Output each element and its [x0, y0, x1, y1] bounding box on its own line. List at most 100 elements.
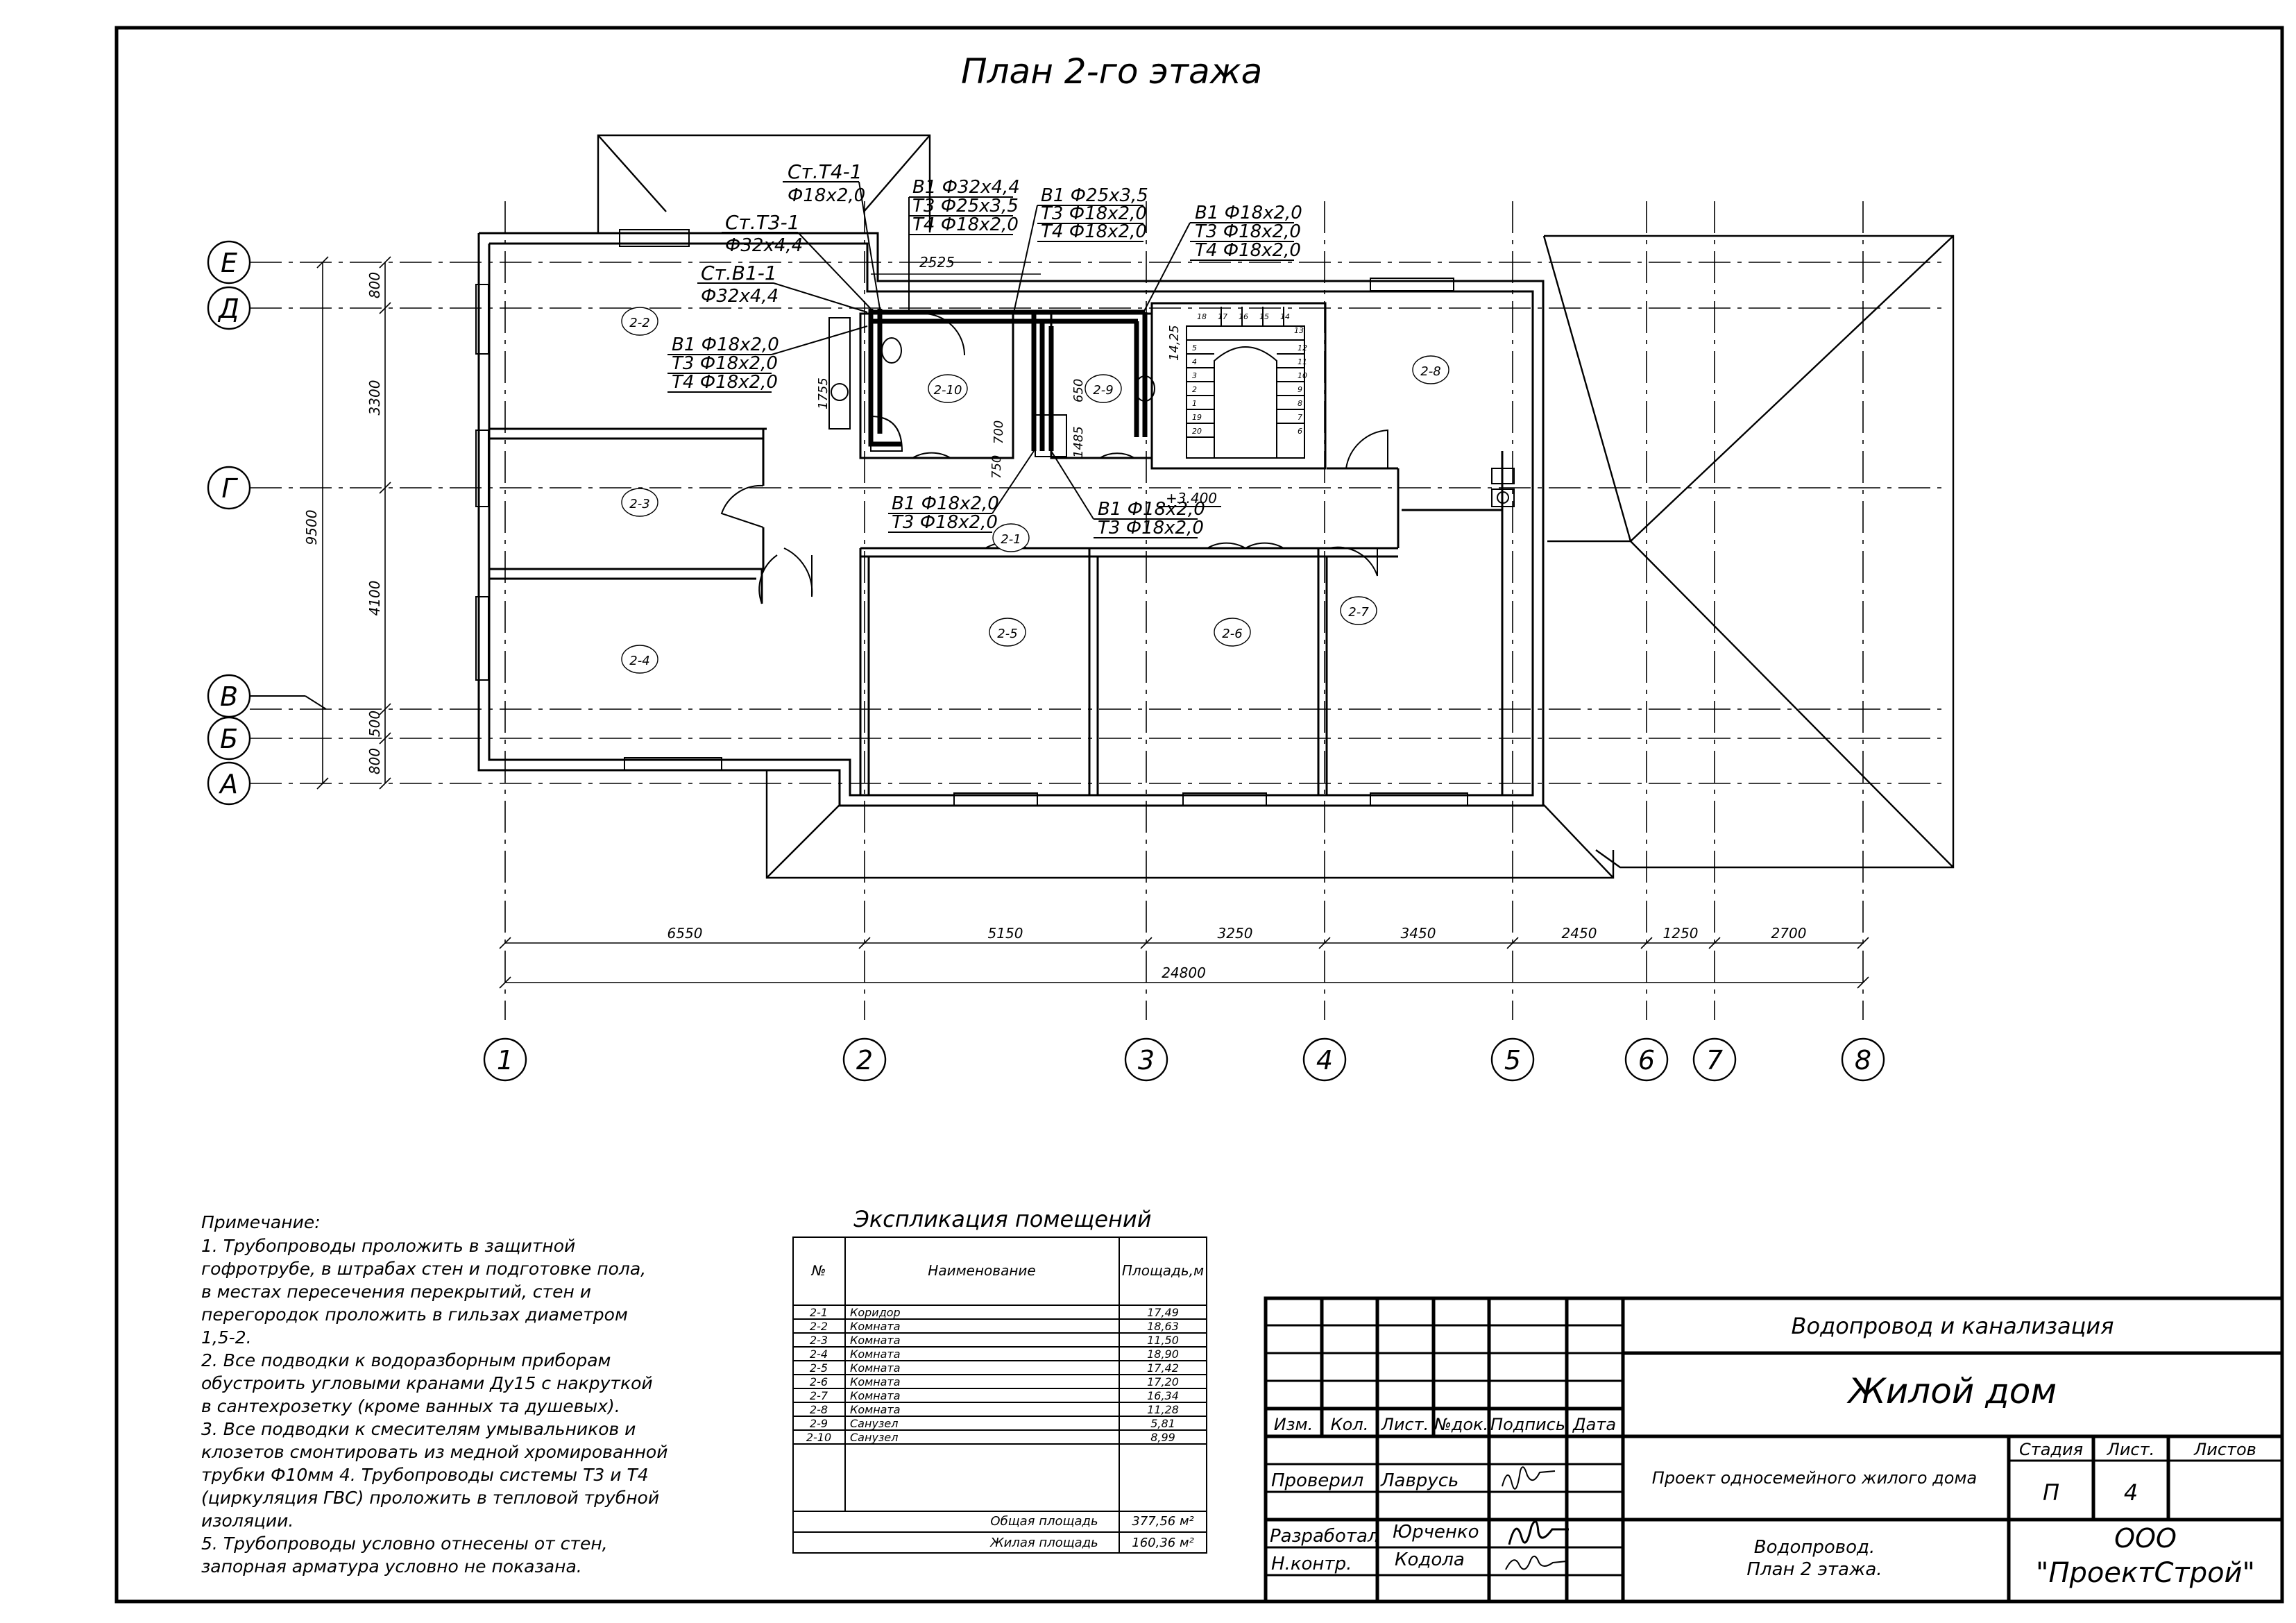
- stamp-sheet-title-2: План 2 этажа.: [1746, 1559, 1882, 1580]
- explication-living-label: Жилая площадь: [989, 1536, 1098, 1550]
- sheet-frame: [114, 26, 2284, 1604]
- callout-st-t4-1-dia: Ф18х2,0: [788, 185, 865, 206]
- notes-line-5: 1,5-2.: [201, 1327, 252, 1348]
- notes-line-11: трубки Ф10мм 4. Трубопроводы системы Т3 …: [201, 1465, 649, 1485]
- notes-line-3: в местах пересечения перекрытий, стен и: [201, 1282, 591, 1302]
- signature-developed: [1508, 1520, 1569, 1545]
- stamp-sheet-title-1: Водопровод.: [1754, 1537, 1876, 1558]
- explication-row-8-name: Комната: [850, 1403, 901, 1416]
- stair-step-17: 17: [1218, 312, 1227, 321]
- dim-1250: 1250: [1663, 925, 1699, 942]
- callout-bottom-right-b1: В1 Ф18х2,0: [1098, 499, 1205, 520]
- stair-step-20: 20: [1192, 427, 1202, 436]
- stamp-project: Проект односемейного жилого дома: [1652, 1468, 1977, 1488]
- explication-row-1-name: Коридор: [850, 1306, 901, 1319]
- dim-left-500: 500: [366, 711, 383, 737]
- dim-3250: 3250: [1218, 925, 1253, 942]
- room-tag-2-4: 2-4: [629, 654, 649, 668]
- axis-label-v: В: [220, 681, 238, 712]
- stair-step-11: 11: [1298, 357, 1307, 366]
- stair-step-4: 4: [1192, 357, 1197, 366]
- pipe-callouts: Ст.Т4-1 Ф18х2,0 Ст.Т3-1 Ф32х4,4 Ст.В1-1 …: [667, 160, 1302, 538]
- stamp-org-2: "ПроектСтрой": [2036, 1557, 2255, 1589]
- stair-step-13: 13: [1294, 326, 1304, 335]
- notes-line-4: перегородок проложить в гильзах диаметро…: [201, 1305, 628, 1325]
- explication-row-2-no: 2-2: [810, 1320, 828, 1333]
- explication-row-7-no: 2-7: [810, 1389, 828, 1402]
- room-tag-2-5: 2-5: [997, 627, 1017, 641]
- stamp-role-checked: Проверил: [1271, 1470, 1363, 1491]
- stair-step-18: 18: [1197, 312, 1207, 321]
- axis-label-1: 1: [497, 1045, 513, 1076]
- notes-line-6: 2. Все подводки к водоразборным приборам: [201, 1350, 611, 1370]
- axis-label-g: Г: [221, 473, 238, 504]
- windows: [475, 229, 1468, 806]
- stamp-stage-header: Стадия: [2019, 1440, 2083, 1459]
- callout-left-t4: Т4 Ф18х2,0: [672, 372, 778, 393]
- callout-top-mid2-b1: В1 Ф25х3,5: [1041, 185, 1148, 206]
- room-tag-2-6: 2-6: [1222, 627, 1242, 641]
- notes-line-10: клозетов смонтировать из медной хромиров…: [201, 1442, 667, 1462]
- stamp-stage: П: [2043, 1479, 2059, 1506]
- dim-inner-1755: 1755: [816, 377, 831, 409]
- axis-label-6: 6: [1638, 1045, 1655, 1076]
- dim-5150: 5150: [988, 925, 1023, 942]
- room-tag-2-7: 2-7: [1348, 605, 1369, 620]
- explication-row-10-no: 2-10: [806, 1431, 831, 1444]
- stamp-name-developed: Юрченко: [1393, 1522, 1479, 1543]
- stamp-system: Водопровод и канализация: [1792, 1313, 2114, 1339]
- dim-3450: 3450: [1401, 925, 1436, 942]
- dim-inner-700: 700: [992, 420, 1006, 444]
- explication-row-7-name: Комната: [850, 1389, 901, 1402]
- notes-line-8: в сантехрозетку (кроме ванных та душевых…: [201, 1396, 620, 1416]
- dim-left-3300: 3300: [366, 380, 383, 416]
- stair-step-10: 10: [1298, 371, 1307, 380]
- callout-st-t4-1-name: Ст.Т4-1: [788, 160, 862, 183]
- room-tag-2-9: 2-9: [1093, 383, 1113, 398]
- explication-row-8-no: 2-8: [810, 1403, 828, 1416]
- explication-row-4-area: 18,90: [1147, 1348, 1179, 1361]
- explication-row-6-name: Комната: [850, 1375, 901, 1388]
- explication-row-4-no: 2-4: [810, 1348, 828, 1361]
- grid-axes: [250, 201, 1943, 1020]
- dimensions-bottom: 6550 5150 3250 3450 2450 1250 2700 24800: [499, 925, 1869, 989]
- callout-top-mid-t3: Т3 Ф25х3,5: [912, 196, 1019, 216]
- explication-header-area: Площадь,м: [1122, 1262, 1204, 1279]
- staircase: 18 17 16 15 14 13 12 11 10 9 8 7 6 5 4 3…: [1186, 307, 1307, 459]
- callout-top-mid-t4: Т4 Ф18х2,0: [912, 214, 1019, 235]
- dim-6550: 6550: [667, 925, 703, 942]
- stamp-col-list: Лист.: [1381, 1415, 1429, 1434]
- dim-inner-750: 750: [989, 455, 1004, 479]
- notes-line-15: запорная арматура условно не показана.: [201, 1556, 582, 1577]
- room-tag-2-1: 2-1: [1001, 532, 1021, 547]
- explication-row-2-name: Комната: [850, 1320, 901, 1333]
- stair-step-2: 2: [1192, 385, 1197, 394]
- callout-top-mid2-t4: Т4 Ф18х2,0: [1041, 221, 1147, 242]
- stamp-role-norm: Н.контр.: [1271, 1554, 1352, 1574]
- explication-table: Экспликация помещений № Наименование Пло…: [792, 1206, 1207, 1554]
- explication-row-9-name: Санузел: [850, 1417, 898, 1430]
- explication-title: Экспликация помещений: [853, 1206, 1151, 1232]
- roof-outlines: [597, 134, 1955, 879]
- room-tag-2-8: 2-8: [1420, 364, 1440, 379]
- dimensions-left: 9500 800 3300 4100 500 800: [303, 256, 391, 790]
- explication-row-7-area: 16,34: [1147, 1389, 1179, 1402]
- callout-st-t3-1-name: Ст.Т3-1: [725, 211, 800, 234]
- explication-row-9-no: 2-9: [810, 1417, 828, 1430]
- notes-line-14: 5. Трубопроводы условно отнесены от стен…: [201, 1533, 608, 1554]
- notes-line-2: гофротрубе, в штрабах стен и подготовке …: [201, 1259, 646, 1279]
- dim-left-800-bottom: 800: [366, 748, 383, 774]
- stair-step-16: 16: [1239, 312, 1248, 321]
- dim-inner-1425: 14,25: [1167, 325, 1182, 361]
- explication-living-value: 160,36 м²: [1132, 1536, 1194, 1550]
- stamp-col-doc: №док.: [1433, 1415, 1488, 1434]
- stamp-col-izm: Изм.: [1274, 1415, 1313, 1434]
- axis-label-3: 3: [1138, 1045, 1155, 1076]
- axis-label-b: Б: [220, 724, 238, 754]
- callout-left-t3: Т3 Ф18х2,0: [672, 353, 778, 374]
- stamp-org-1: ООО: [2114, 1523, 2177, 1554]
- dim-inner-650: 650: [1071, 379, 1086, 402]
- callout-bottom-left-t3: Т3 Ф18х2,0: [892, 512, 998, 533]
- title-block: Водопровод и канализация Жилой дом Проек…: [1264, 1296, 2284, 1604]
